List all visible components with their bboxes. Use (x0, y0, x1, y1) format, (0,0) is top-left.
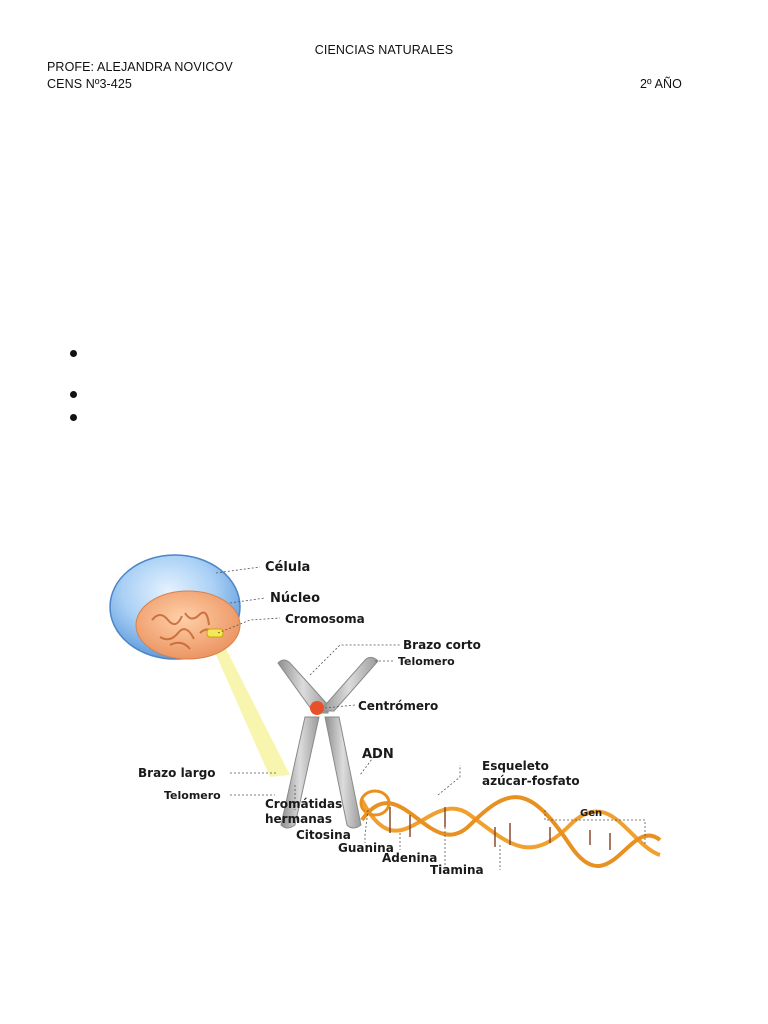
label-cromosoma: Cromosoma (285, 612, 365, 626)
school-name: CENS Nº3-425 (47, 77, 132, 91)
grade-level: 2º AÑO (640, 77, 682, 91)
label-brazo-largo: Brazo largo (138, 766, 216, 780)
label-brazo-corto: Brazo corto (403, 638, 481, 652)
label-adn: ADN (362, 747, 394, 762)
centromere-dot (310, 701, 324, 715)
label-telomero-top: Telomero (398, 655, 455, 668)
label-leader-lines (215, 566, 646, 870)
label-centromero: Centrómero (358, 699, 438, 713)
chromosome-highlight (206, 628, 224, 638)
dna-end-coil (359, 789, 391, 817)
label-cromatidas-2: hermanas (265, 812, 332, 826)
label-esqueleto-2: azúcar-fosfato (482, 774, 580, 788)
bullet-point (70, 391, 77, 398)
label-citosina: Citosina (296, 828, 351, 842)
nucleus-shape (135, 590, 241, 660)
label-adenina: Adenina (382, 851, 437, 865)
zoom-beam (205, 630, 290, 777)
chromosome-shape (277, 656, 379, 829)
label-esqueleto-1: Esqueleto (482, 759, 549, 773)
bullet-point (70, 350, 77, 357)
bullet-point (70, 414, 77, 421)
label-tiamina: Tiamina (430, 863, 484, 877)
chromosome-diagram: Célula Núcleo Cromosoma Brazo corto Telo… (109, 554, 662, 877)
label-nucleo: Núcleo (270, 591, 320, 606)
label-celula: Célula (265, 560, 310, 575)
label-gen: Gen (580, 808, 602, 819)
teacher-name: PROFE: ALEJANDRA NOVICOV (47, 60, 233, 74)
dna-base-pairs (389, 807, 611, 850)
subject-title: CIENCIAS NATURALES (314, 43, 454, 57)
label-guanina: Guanina (338, 841, 394, 855)
label-cromatidas-1: Cromátidas (265, 797, 342, 811)
label-telomero-bottom: Telomero (164, 789, 221, 802)
